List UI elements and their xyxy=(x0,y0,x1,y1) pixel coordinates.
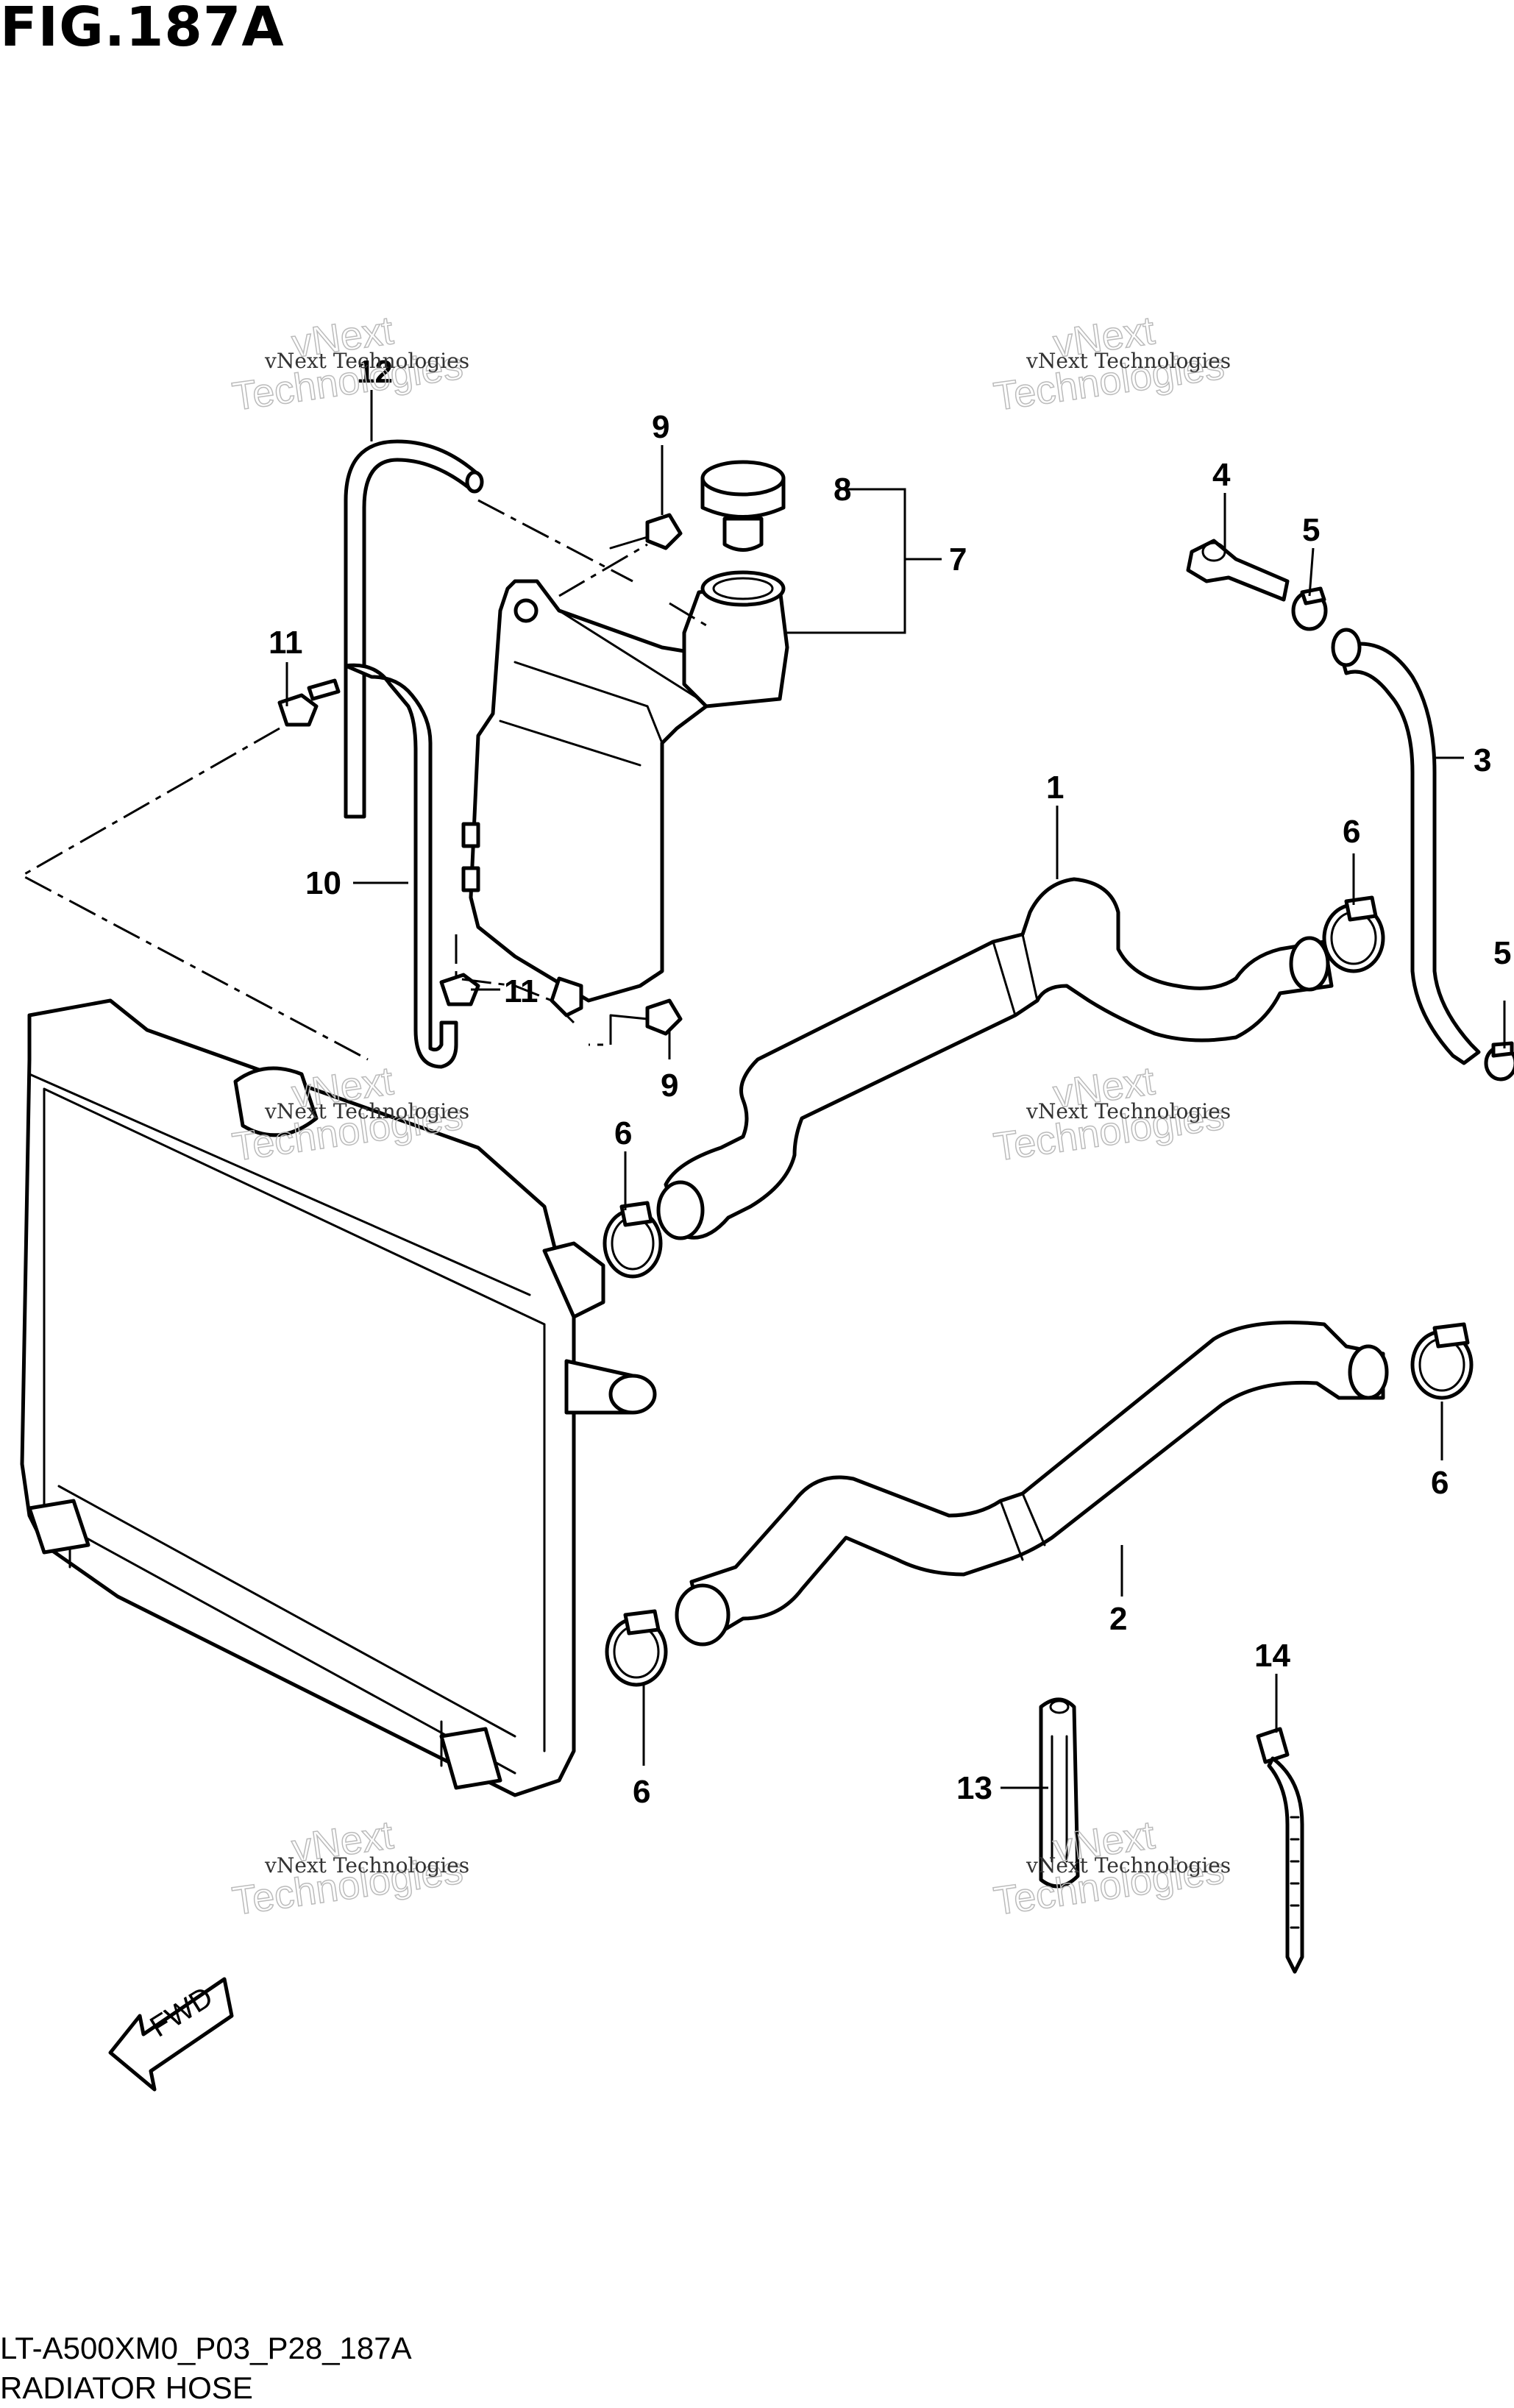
callout-6-lower-right: 6 xyxy=(1431,1465,1449,1501)
callout-7: 7 xyxy=(949,541,967,578)
reservoir-cap xyxy=(700,460,786,552)
clip-11-lower xyxy=(439,973,480,1006)
watermark-bottom-right: vNext Technologies vNext Technologies xyxy=(991,1812,1232,1924)
figure-caption: RADIATOR HOSE xyxy=(0,2370,253,2405)
callout-labels: 1 2 3 4 5 5 6 6 6 6 7 8 9 9 10 11 11 12 … xyxy=(269,354,1511,1810)
watermark-top-left: vNext Technologies vNext Technologies xyxy=(230,308,470,419)
callout-11-upper: 11 xyxy=(269,625,303,661)
callout-6-lower-left: 6 xyxy=(633,1774,650,1810)
radiator-hose-2 xyxy=(675,1321,1389,1647)
radiator-hose-1 xyxy=(656,877,1334,1240)
overflow-hose-12 xyxy=(344,439,484,819)
clamp-5-lower xyxy=(1484,1041,1514,1082)
callout-3: 3 xyxy=(1474,742,1491,778)
hose-clamp-6-a xyxy=(603,1201,663,1279)
watermark-bottom-left: vNext Technologies vNext Technologies xyxy=(230,1812,470,1924)
coolant-hose-3 xyxy=(1331,628,1481,1065)
callout-13: 13 xyxy=(956,1770,992,1806)
watermark-middle-left: vNext Technologies vNext Technologies xyxy=(230,1058,470,1170)
callout-5-upper: 5 xyxy=(1302,512,1320,548)
svg-text:vNext Technologies: vNext Technologies xyxy=(264,1853,469,1878)
leader-lines xyxy=(19,390,1506,1789)
callout-6-upper-right: 6 xyxy=(1343,814,1360,850)
breather-hose-10 xyxy=(344,663,458,1069)
callout-9-upper: 9 xyxy=(652,409,669,445)
svg-text:vNext Technologies: vNext Technologies xyxy=(264,1099,469,1123)
hose-clamp-6-b xyxy=(1322,895,1385,973)
cable-tie-14 xyxy=(1256,1727,1304,1974)
watermark-middle-right: vNext Technologies vNext Technologies xyxy=(991,1058,1232,1170)
figure-code: LT-A500XM0_P03_P28_187A xyxy=(0,2331,412,2365)
callout-5-lower: 5 xyxy=(1493,935,1511,971)
radiator xyxy=(20,998,657,1797)
svg-text:vNext Technologies: vNext Technologies xyxy=(1026,1853,1231,1878)
callout-12: 12 xyxy=(357,354,393,390)
watermark-top-right: vNext Technologies vNext Technologies xyxy=(991,308,1232,419)
svg-text:vNext Technologies: vNext Technologies xyxy=(1026,1099,1231,1123)
screw-lower xyxy=(609,998,683,1036)
hose-fitting-4 xyxy=(1186,539,1290,602)
callout-11-lower: 11 xyxy=(504,973,539,1009)
screw-upper xyxy=(609,513,683,550)
reservoir-tank xyxy=(461,570,789,1017)
svg-text:vNext Technologies: vNext Technologies xyxy=(1026,349,1231,373)
clip-11-upper xyxy=(277,678,341,727)
callout-10: 10 xyxy=(305,865,341,901)
callout-8: 8 xyxy=(834,472,851,508)
callout-6-upper-left: 6 xyxy=(614,1115,632,1151)
callout-4: 4 xyxy=(1212,457,1231,493)
band-clamp-13 xyxy=(1039,1697,1080,1889)
clamp-5-upper xyxy=(1291,586,1328,631)
callout-2: 2 xyxy=(1109,1601,1127,1637)
forward-arrow: FWD xyxy=(108,1977,234,2092)
svg-text:vNext Technologies: vNext Technologies xyxy=(264,349,469,373)
hose-clamp-6-c xyxy=(1410,1322,1474,1400)
figure-title: FIG.187A xyxy=(0,0,285,59)
callout-1: 1 xyxy=(1046,770,1064,806)
callout-9-lower: 9 xyxy=(661,1068,678,1104)
hose-clamp-6-d xyxy=(605,1609,668,1687)
callout-14: 14 xyxy=(1254,1638,1290,1674)
